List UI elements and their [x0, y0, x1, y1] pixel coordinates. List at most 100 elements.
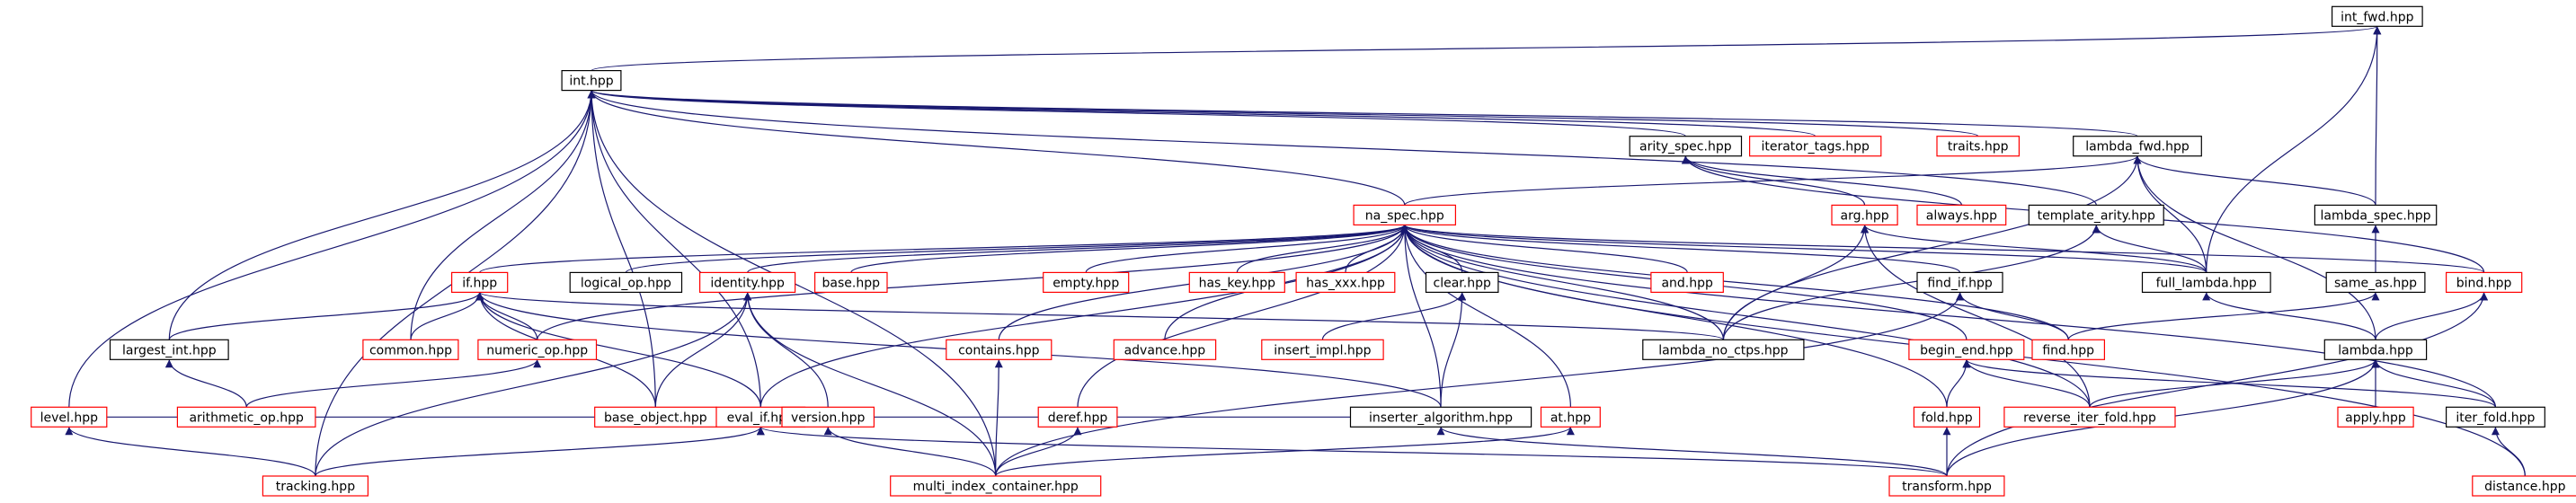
- node-box-at: [1540, 406, 1601, 428]
- node-label-version: version.hpp: [791, 410, 865, 425]
- node-template_arity[interactable]: template_arity.hpp: [2028, 204, 2164, 225]
- node-base_object[interactable]: base_object.hpp: [594, 406, 717, 428]
- edge-full_lambda-to-template_arity: [2092, 225, 2207, 273]
- node-int_fwd[interactable]: int_fwd.hpp: [2332, 5, 2423, 27]
- node-iterator_tags[interactable]: iterator_tags.hpp: [1748, 136, 1882, 157]
- edge-lambda-to-full_lambda: [2202, 292, 2376, 340]
- edge-reverse_iter_fold-to-begin_end: [1962, 359, 2091, 408]
- node-version[interactable]: version.hpp: [781, 406, 875, 428]
- edge-if-to-na_spec: [479, 224, 1408, 273]
- node-bind[interactable]: bind.hpp: [2446, 271, 2523, 293]
- node-na_spec[interactable]: na_spec.hpp: [1353, 204, 1456, 225]
- node-transform[interactable]: transform.hpp: [1888, 475, 2005, 497]
- edge-and-to-na_spec: [1400, 225, 1688, 273]
- node-lambda_fwd[interactable]: lambda_fwd.hpp: [2073, 136, 2202, 157]
- edge-multi_index_container-to-contains: [994, 359, 1003, 477]
- node-arithmetic_op[interactable]: arithmetic_op.hpp: [176, 406, 316, 428]
- node-clear[interactable]: clear.hpp: [1425, 271, 1499, 293]
- node-label-base_object: base_object.hpp: [604, 410, 707, 425]
- node-fold[interactable]: fold.hpp: [1913, 406, 1981, 428]
- node-if[interactable]: if.hpp: [451, 271, 509, 293]
- node-box-apply: [2337, 406, 2414, 428]
- edge-reverse_iter_fold-to-arg: [1861, 225, 2091, 408]
- edge-identity-to-na_spec: [747, 224, 1409, 273]
- node-label-apply: apply.hpp: [2345, 410, 2406, 425]
- node-box-transform: [1888, 475, 2005, 497]
- node-box-arity_spec: [1629, 136, 1743, 157]
- node-distance[interactable]: distance.hpp: [2472, 475, 2576, 497]
- node-same_as[interactable]: same_as.hpp: [2325, 271, 2426, 293]
- node-label-numeric_op: numeric_op.hpp: [486, 343, 588, 357]
- edge-iter_fold-to-lambda: [2371, 359, 2496, 408]
- edge-lambda_spec-to-int_fwd: [2373, 26, 2382, 206]
- node-has_xxx[interactable]: has_xxx.hpp: [1295, 271, 1396, 293]
- edge-distance-to-iter_fold: [2491, 427, 2526, 477]
- node-label-arg: arg.hpp: [1841, 208, 1889, 223]
- node-lambda_spec[interactable]: lambda_spec.hpp: [2314, 204, 2438, 225]
- node-box-clear: [1425, 271, 1499, 293]
- node-box-fold: [1913, 406, 1981, 428]
- edge-inserter_algorithm-to-clear: [1440, 292, 1467, 408]
- node-deref[interactable]: deref.hpp: [1037, 406, 1118, 428]
- node-empty[interactable]: empty.hpp: [1043, 271, 1130, 293]
- node-box-bind: [2446, 271, 2523, 293]
- node-base[interactable]: base.hpp: [813, 271, 888, 293]
- node-and[interactable]: and.hpp: [1650, 271, 1724, 293]
- node-inserter_algorithm[interactable]: inserter_algorithm.hpp: [1349, 406, 1532, 428]
- node-always[interactable]: always.hpp: [1916, 204, 2007, 225]
- edge-base_object-to-identity: [654, 292, 752, 408]
- node-find_if[interactable]: find_if.hpp: [1916, 271, 2003, 293]
- node-label-largest_int: largest_int.hpp: [122, 343, 217, 357]
- node-label-lambda: lambda.hpp: [2338, 343, 2413, 357]
- node-tracking[interactable]: tracking.hpp: [262, 475, 369, 497]
- node-label-level: level.hpp: [40, 410, 99, 425]
- node-largest_int[interactable]: largest_int.hpp: [109, 339, 229, 360]
- node-lambda[interactable]: lambda.hpp: [2323, 339, 2428, 360]
- node-at[interactable]: at.hpp: [1540, 406, 1601, 428]
- node-begin_end[interactable]: begin_end.hpp: [1908, 339, 2025, 360]
- node-label-arity_spec: arity_spec.hpp: [1639, 140, 1732, 154]
- node-box-na_spec: [1353, 204, 1456, 225]
- node-arity_spec[interactable]: arity_spec.hpp: [1629, 136, 1743, 157]
- node-label-bind: bind.hpp: [2456, 276, 2512, 290]
- node-logical_op[interactable]: logical_op.hpp: [569, 271, 683, 293]
- edge-na_spec-to-lambda_fwd: [1404, 155, 2142, 206]
- node-reverse_iter_fold[interactable]: reverse_iter_fold.hpp: [2003, 406, 2176, 428]
- node-level[interactable]: level.hpp: [31, 406, 108, 428]
- node-int[interactable]: int.hpp: [561, 69, 622, 92]
- edge-level-to-int: [68, 90, 596, 408]
- edge-multi_index_container-to-identity: [743, 292, 997, 477]
- node-insert_impl[interactable]: insert_impl.hpp: [1261, 339, 1384, 360]
- node-iter_fold[interactable]: iter_fold.hpp: [2446, 406, 2545, 428]
- node-box-lambda_fwd: [2073, 136, 2202, 157]
- node-arg[interactable]: arg.hpp: [1831, 204, 1898, 225]
- node-label-lambda_fwd: lambda_fwd.hpp: [2085, 140, 2190, 154]
- node-traits[interactable]: traits.hpp: [1936, 136, 2021, 157]
- node-box-level: [31, 406, 108, 428]
- node-box-always: [1916, 204, 2007, 225]
- node-multi_index_container[interactable]: multi_index_container.hpp: [890, 475, 1102, 497]
- edge-has_key-to-na_spec: [1236, 225, 1409, 273]
- node-box-arg: [1831, 204, 1898, 225]
- node-lambda_no_ctps[interactable]: lambda_no_ctps.hpp: [1642, 339, 1805, 360]
- node-box-advance: [1113, 339, 1217, 360]
- node-numeric_op[interactable]: numeric_op.hpp: [477, 339, 598, 360]
- node-box-int_fwd: [2332, 5, 2423, 27]
- node-label-base: base.hpp: [822, 276, 881, 290]
- node-full_lambda[interactable]: full_lambda.hpp: [2141, 271, 2271, 293]
- node-has_key[interactable]: has_key.hpp: [1188, 271, 1285, 293]
- node-box-full_lambda: [2141, 271, 2271, 293]
- node-apply[interactable]: apply.hpp: [2337, 406, 2414, 428]
- node-identity[interactable]: identity.hpp: [698, 271, 796, 293]
- node-contains[interactable]: contains.hpp: [946, 339, 1053, 360]
- node-advance[interactable]: advance.hpp: [1113, 339, 1217, 360]
- node-label-find_if: find_if.hpp: [1927, 276, 1993, 290]
- node-box-multi_index_container: [890, 475, 1102, 497]
- node-find[interactable]: find.hpp: [2031, 339, 2106, 360]
- edge-eval_if-to-int: [587, 90, 761, 408]
- edge-reverse_iter_fold-to-na_spec: [1400, 225, 2091, 408]
- node-common[interactable]: common.hpp: [362, 339, 459, 360]
- node-box-base: [813, 271, 888, 293]
- edge-full_lambda-to-arg: [1861, 225, 2207, 273]
- node-label-eval_if: eval_if.hpp: [727, 410, 795, 425]
